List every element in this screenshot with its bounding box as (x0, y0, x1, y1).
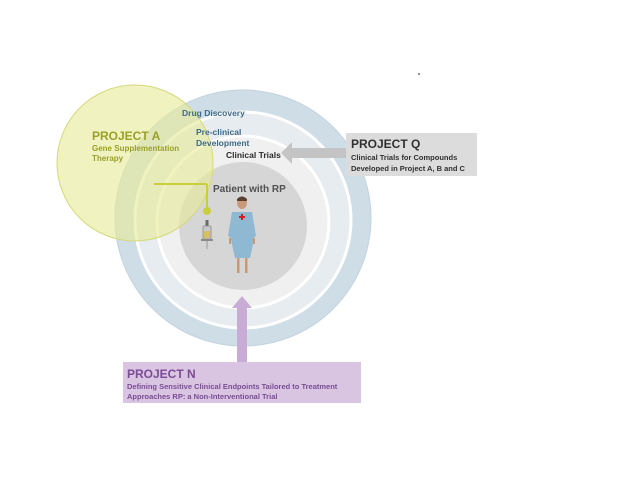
project-n-arrow (232, 296, 252, 362)
project-a-bubble (56, 84, 214, 242)
patient-figure-icon (228, 196, 256, 273)
project-n-title: PROJECT N (127, 367, 196, 381)
project-a-desc-line2: Therapy (92, 154, 124, 163)
preclinical-label-line2: Development (196, 138, 250, 148)
project-a-connector-dot (203, 207, 211, 215)
project-n-desc-line2: Approaches RP: a Non-Interventional Tria… (127, 392, 277, 401)
clinical-trials-label: Clinical Trials (226, 150, 281, 160)
project-q-title: PROJECT Q (351, 137, 420, 151)
syringe-icon (201, 220, 213, 249)
stray-dot (418, 73, 420, 75)
project-n-desc-line1: Defining Sensitive Clinical Endpoints Ta… (127, 382, 338, 391)
preclinical-label-line1: Pre-clinical (196, 127, 241, 137)
drug-discovery-label: Drug Discovery (182, 108, 245, 118)
project-n-box (123, 362, 361, 403)
project-q-desc-line1: Clinical Trials for Compounds (351, 153, 457, 162)
project-q-desc-line2: Developed in Project A, B and C (351, 164, 465, 173)
project-q-box (346, 133, 477, 176)
patient-label: Patient with RP (213, 184, 286, 195)
project-a-desc-line1: Gene Supplementation (92, 144, 179, 153)
project-q-arrow (281, 142, 346, 164)
project-a-title: PROJECT A (92, 129, 161, 143)
